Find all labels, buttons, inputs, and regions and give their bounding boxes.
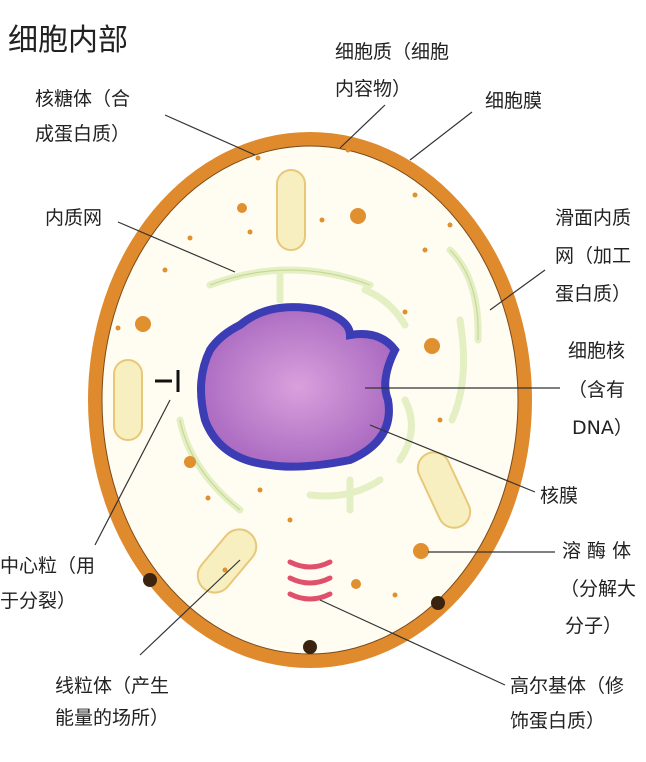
membrane-pore	[431, 596, 445, 610]
nucleus	[197, 303, 400, 471]
label-nucleus: 细胞核	[568, 340, 625, 362]
label-smooth-er: 滑面内质	[555, 207, 631, 229]
membrane-pore	[143, 573, 157, 587]
golgi-apparatus	[287, 559, 333, 602]
label-centriole: 中心粒（用	[0, 555, 95, 577]
label-lysosome: 分子）	[565, 615, 622, 637]
label-nucleus: DNA）	[572, 417, 633, 439]
label-centriole: 于分裂）	[0, 590, 76, 612]
label-smooth-er: 网（加工	[555, 245, 631, 267]
label-nucleus: （含有	[568, 379, 625, 401]
label-golgi: 饰蛋白质）	[510, 710, 605, 732]
label-cell-membrane: 细胞膜	[485, 90, 542, 112]
label-lysosome: （分解大	[560, 578, 636, 600]
label-er: 内质网	[45, 207, 102, 229]
membrane-pore	[303, 640, 317, 654]
label-lysosome: 溶 酶 体	[562, 540, 631, 562]
lysosome	[413, 543, 429, 559]
label-cytoplasm: 细胞质（细胞	[335, 41, 449, 63]
centriole	[155, 370, 180, 392]
diagram-title: 细胞内部	[8, 23, 128, 58]
leader-lines	[94, 104, 560, 686]
label-cytoplasm: 内容物）	[335, 78, 411, 100]
label-ribosome: 成蛋白质）	[35, 123, 130, 145]
label-mitochondria: 能量的场所）	[55, 707, 169, 729]
label-ribosome: 核糖体（合	[35, 88, 130, 110]
label-smooth-er: 蛋白质）	[555, 283, 631, 305]
label-nuclear-envelope: 核膜	[540, 485, 578, 507]
mitochondria	[113, 169, 472, 594]
label-mitochondria: 线粒体（产生	[55, 675, 169, 697]
label-golgi: 高尔基体（修	[510, 675, 624, 697]
ribosomes	[115, 147, 453, 615]
